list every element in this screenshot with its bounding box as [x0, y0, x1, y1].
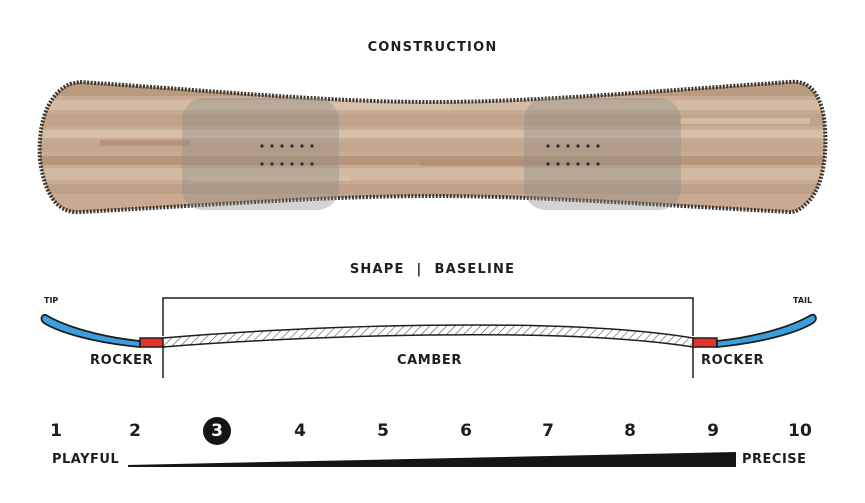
tip-rocker-segment [40, 314, 141, 348]
scale-number-5: 5 [377, 421, 389, 441]
scale-number-10: 10 [788, 421, 812, 441]
scale-number-7: 7 [542, 421, 554, 441]
right-rocker-label: ROCKER [701, 353, 765, 368]
precise-label: PRECISE [742, 452, 807, 467]
tail-rocker-segment [716, 313, 817, 348]
scale-number-6: 6 [460, 421, 472, 441]
snowboard-top-view [37, 79, 828, 215]
scale-number-8: 8 [624, 421, 636, 441]
rear-binding-zone [524, 98, 681, 210]
playful-label: PLAYFUL [52, 452, 120, 467]
shape-baseline-header: SHAPE | BASELINE [0, 262, 865, 277]
shape-title: SHAPE [349, 262, 405, 277]
tail-transition-segment [692, 337, 718, 348]
flex-wedge [128, 452, 736, 467]
left-rocker-label: ROCKER [90, 353, 154, 368]
front-binding-zone [182, 98, 339, 210]
camber-bracket [162, 297, 694, 336]
rear-insert-holes [546, 144, 600, 166]
header-separator: | [416, 262, 423, 277]
scale-number-2: 2 [129, 421, 141, 441]
camber-section [162, 324, 694, 348]
tip-transition-segment [139, 337, 165, 348]
baseline-title: BASELINE [434, 262, 516, 277]
camber-label: CAMBER [397, 353, 462, 368]
scale-number-3-selected: 3 [203, 417, 231, 445]
front-insert-holes [260, 144, 314, 166]
scale-number-4: 4 [294, 421, 306, 441]
tip-label: TIP [44, 296, 59, 305]
board-profile [40, 297, 817, 378]
scale-number-9: 9 [707, 421, 719, 441]
construction-title: CONSTRUCTION [367, 40, 498, 55]
scale-number-1: 1 [50, 421, 62, 441]
tail-label: TAIL [793, 296, 813, 305]
